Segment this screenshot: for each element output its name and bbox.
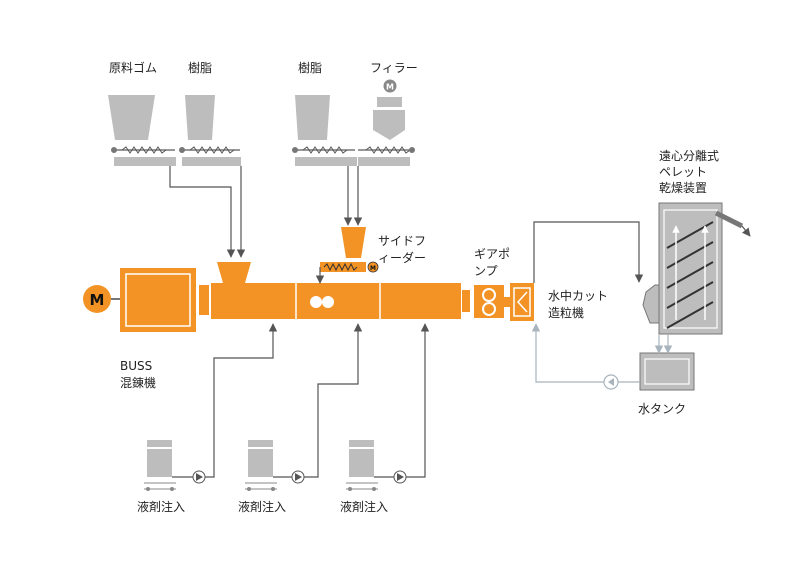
- svg-text:M: M: [370, 265, 376, 272]
- label-kneader-2: 混錬機: [120, 375, 156, 390]
- hopper-resin-1: [185, 95, 215, 140]
- liquid-injector-2: [245, 323, 363, 491]
- label-dryer-1: 遠心分離式: [659, 149, 719, 163]
- label-side-feeder-2: ィーダー: [378, 250, 426, 265]
- dryer-inlet-chute: [642, 284, 660, 324]
- dryer-to-tank-lines: [654, 334, 673, 354]
- svg-text:M: M: [90, 291, 105, 309]
- label-resin-1: 樹脂: [188, 60, 212, 75]
- slurry-line: [533, 221, 644, 283]
- kneader-coupling: [199, 285, 209, 315]
- main-motor: M: [83, 285, 120, 313]
- feed-lines-main: [169, 166, 246, 258]
- label-filler: フィラー: [370, 61, 418, 75]
- svg-text:M: M: [386, 83, 394, 92]
- screw-feeder-2: [179, 146, 241, 166]
- water-return-line: [531, 323, 640, 390]
- water-tank: [639, 352, 695, 391]
- screw-feeder-1: [111, 146, 176, 166]
- label-liquid-2: 液剤注入: [238, 499, 286, 514]
- connector-pipe: [504, 297, 510, 307]
- label-liquid-3: 液剤注入: [340, 499, 388, 514]
- label-dryer-2: ペレット: [659, 165, 707, 179]
- side-feeder: M: [315, 227, 379, 284]
- label-liquid-1: 液剤注入: [137, 499, 185, 514]
- barrel-flange: [462, 290, 470, 312]
- label-underwater-cut-1: 水中カット: [548, 288, 608, 303]
- hopper-raw-rubber: [108, 95, 155, 140]
- feed-lines-side: [343, 166, 363, 226]
- label-underwater-cut-2: 造粒機: [548, 305, 584, 320]
- label-gear-pump-1: ギアポ: [474, 247, 510, 261]
- hopper-filler: [373, 97, 405, 140]
- liquid-injector-1: [144, 323, 278, 491]
- kneader-drive-box: [120, 268, 196, 332]
- label-kneader-1: BUSS: [120, 359, 152, 373]
- hopper-resin-2: [295, 95, 330, 140]
- kneader-barrel: [211, 283, 461, 319]
- pellet-dryer: [658, 202, 751, 335]
- label-resin-2: 樹脂: [298, 60, 322, 75]
- filler-motor: M: [383, 79, 397, 93]
- screw-feeder-3: [292, 146, 357, 166]
- label-raw-rubber: 原料ゴム: [109, 60, 157, 75]
- gear-pump: [474, 285, 504, 318]
- screw-feeder-4: [358, 146, 415, 166]
- underwater-cutter: [510, 283, 534, 321]
- label-gear-pump-2: ンプ: [474, 264, 498, 278]
- label-water-tank: 水タンク: [638, 402, 686, 416]
- label-dryer-3: 乾燥装置: [659, 181, 707, 195]
- liquid-injector-3: [346, 323, 430, 491]
- label-side-feeder-1: サイドフ: [378, 234, 426, 248]
- kneader-inlet-hopper: [217, 262, 251, 283]
